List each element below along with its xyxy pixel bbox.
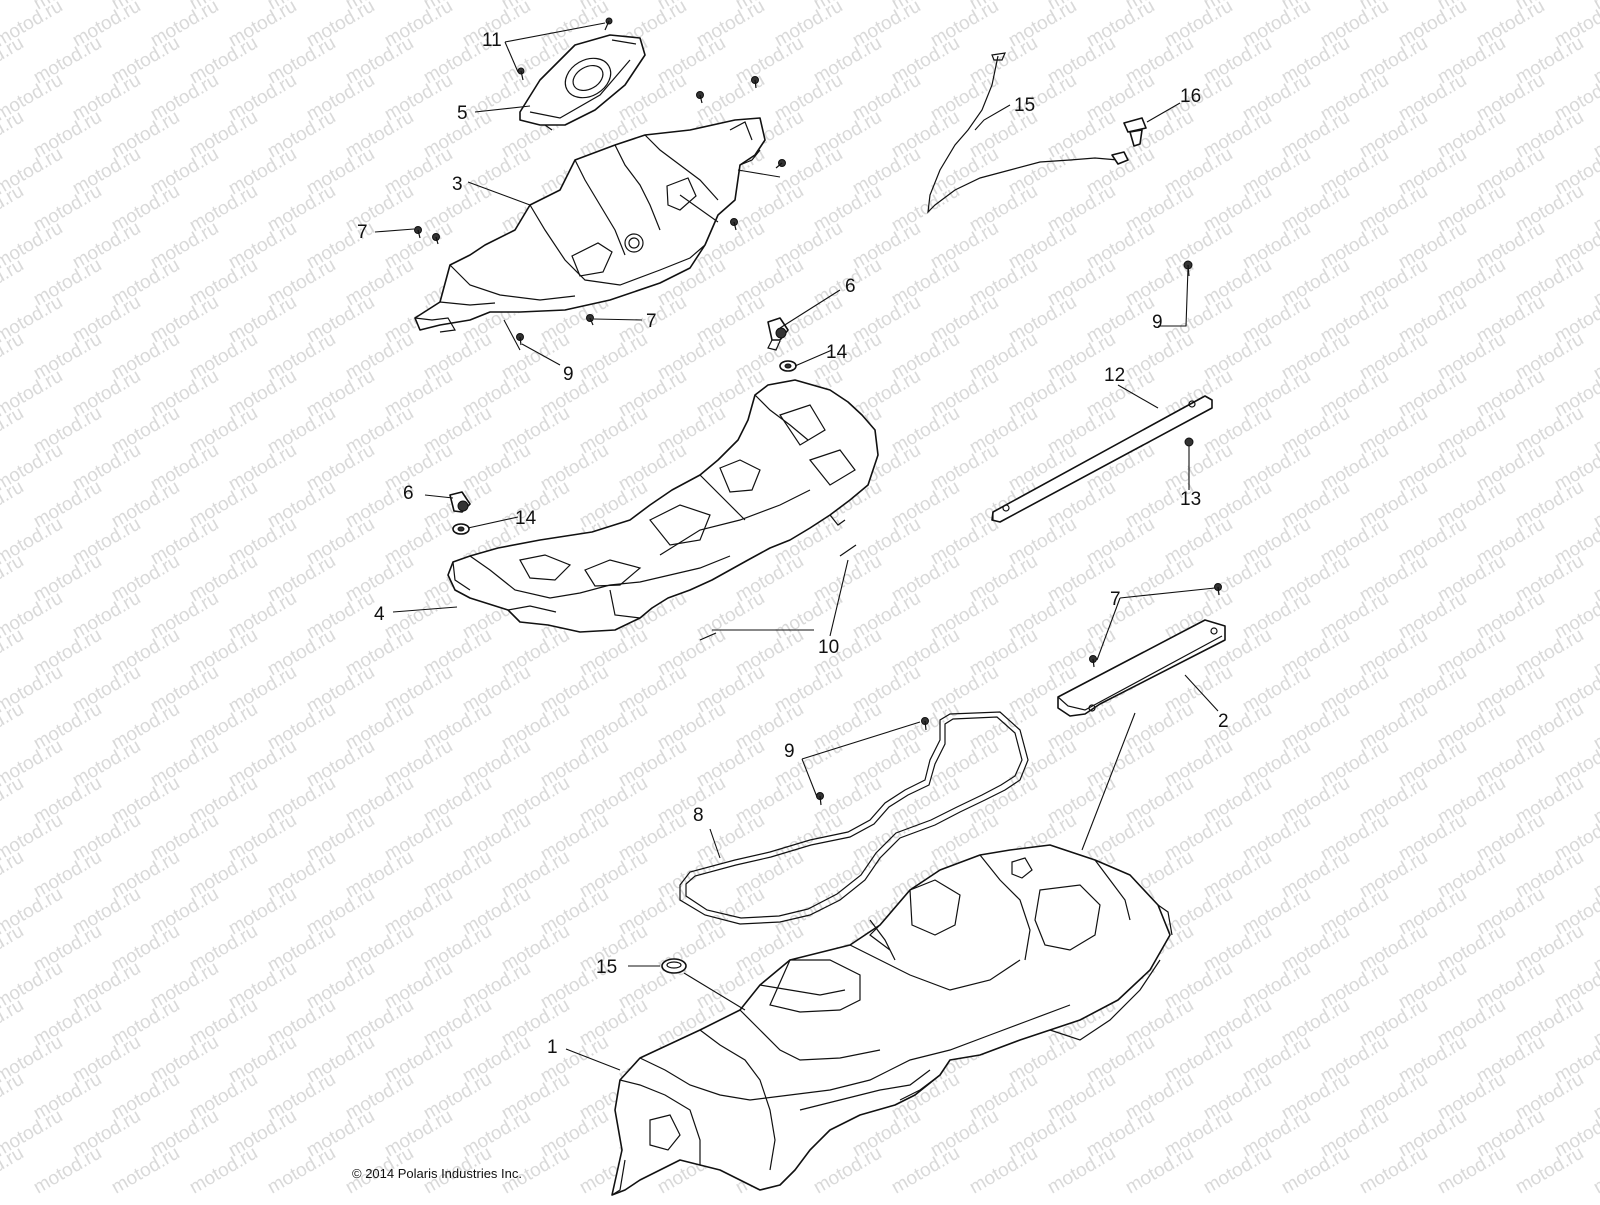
callout-numbers: 11 5 3 7 7 9 6 14 6 14 4 10 15 16 9 12 1… (357, 30, 1229, 1058)
callout-6-left: 6 (403, 483, 414, 504)
watermark-text: motod.ru (0, 477, 27, 533)
part-13-nut (1184, 437, 1194, 447)
part-14-washer-top (779, 360, 797, 372)
watermark-text: motod.ru (0, 0, 27, 14)
callout-7-right: 7 (1110, 589, 1121, 610)
callout-3: 3 (452, 174, 463, 195)
callout-6-top: 6 (845, 276, 856, 297)
watermark-text: motod.ru (1278, 1143, 1353, 1199)
callout-9-middle: 9 (784, 741, 795, 762)
watermark-text: motod.ru (0, 181, 27, 237)
part-15-plug (661, 958, 687, 974)
watermark-text: motod.ru (0, 1143, 27, 1199)
callout-14-top: 14 (826, 342, 848, 363)
callout-7-console: 7 (646, 311, 657, 332)
watermark-text: motod.ru (0, 551, 27, 607)
part-12-bracket (991, 395, 1213, 523)
watermark-text: motod.ru (1512, 1143, 1587, 1199)
copyright-text: © 2014 Polaris Industries Inc. (352, 1166, 522, 1181)
watermark-text: motod.ru (1356, 1143, 1431, 1199)
part-3-console (414, 117, 766, 333)
watermark-text: motod.ru (186, 1143, 261, 1199)
part-7-screws-top (414, 76, 786, 346)
part-8-seal (679, 711, 1029, 925)
part-7-screws-right (1089, 583, 1222, 668)
callout-12: 12 (1104, 365, 1125, 386)
part-5-bezel (519, 34, 646, 131)
watermark-text: motod.ru (0, 403, 27, 459)
callout-11: 11 (482, 30, 502, 51)
callout-14-left: 14 (515, 508, 537, 529)
watermark-text: motod.ru (0, 773, 27, 829)
part-10-pins (699, 544, 857, 641)
callout-13: 13 (1180, 489, 1201, 510)
callout-15-top: 15 (1014, 95, 1035, 116)
callout-16: 16 (1180, 86, 1201, 107)
part-1-body (611, 844, 1173, 1196)
watermark-text: motod.ru (1434, 1143, 1509, 1199)
part-15-cable (927, 52, 1129, 214)
watermark-text: motod.ru (30, 1143, 105, 1199)
callout-2: 2 (1218, 711, 1229, 732)
watermark-text: motod.ru (966, 1143, 1041, 1199)
callout-15-bottom: 15 (596, 957, 617, 978)
watermark-text: motod.ru (1200, 1143, 1275, 1199)
watermark-text: motod.ru (0, 33, 27, 89)
watermark-text: motod.ru (0, 625, 27, 681)
part-16-rivet (1123, 117, 1147, 147)
callout-1: 1 (547, 1037, 558, 1058)
callout-7-left: 7 (357, 222, 368, 243)
watermark-text: motod.ru (0, 329, 27, 385)
leader-lines (374, 22, 1219, 1071)
part-6-fastener-top (767, 317, 789, 351)
watermark-text: motod.ru (0, 699, 27, 755)
watermark-text: motod.ru (0, 995, 27, 1051)
part-6-fastener-left (449, 491, 471, 513)
callout-9-console: 9 (563, 364, 574, 385)
watermark-text: motod.ru (108, 1143, 183, 1199)
watermark-text: motod.ru (0, 255, 27, 311)
callout-10: 10 (818, 637, 839, 658)
watermark-text: motod.ru (0, 847, 27, 903)
watermark-text: motod.ru (1044, 1143, 1119, 1199)
watermark-text: motod.ru (810, 1143, 885, 1199)
watermark-text: motod.ru (1590, 1143, 1600, 1199)
part-9-screws-middle (816, 717, 929, 806)
part-14-washer-left (452, 523, 470, 535)
callout-8: 8 (693, 805, 704, 826)
watermark-text: motod.ru (0, 107, 27, 163)
watermark-text: motod.ru (264, 1143, 339, 1199)
callout-5: 5 (457, 103, 468, 124)
part-11-screws (517, 17, 613, 81)
callout-9-right: 9 (1152, 312, 1163, 333)
watermark-text: motod.ru (0, 921, 27, 977)
part-4-floor-panel (447, 379, 879, 633)
watermark-text: motod.ru (1122, 1143, 1197, 1199)
callout-4: 4 (374, 604, 385, 625)
watermark-text: motod.ru (888, 1143, 963, 1199)
part-2-cover-plate (1057, 619, 1226, 717)
watermark-text: motod.ru (0, 1069, 27, 1125)
